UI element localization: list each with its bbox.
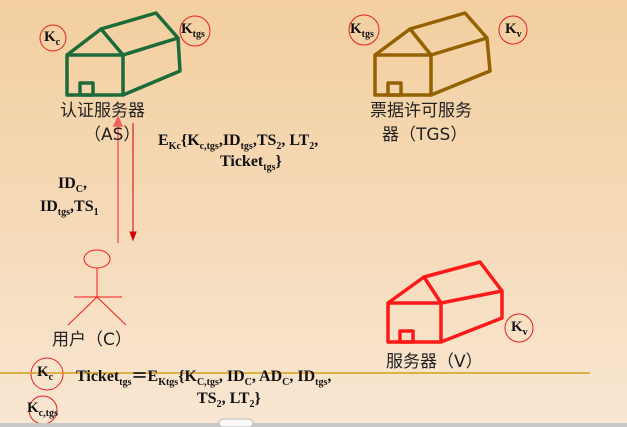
key-ktgs-tgs: Ktgs: [350, 21, 374, 40]
key-ktgs: Ktgs: [181, 21, 205, 40]
tgs-label-1: 票据许可服务: [370, 101, 472, 121]
tgs-label-2: 器（TGS）: [382, 125, 468, 145]
msg2-line1: EKc{Kc,tgs,IDtgs,TS2, LT2,: [158, 132, 319, 152]
bottom-tab-handle: [218, 418, 254, 427]
user-label: 用户（C）: [52, 330, 132, 350]
key-kv: Kv: [505, 21, 522, 40]
key-kctgs: Kc,tgs: [27, 400, 58, 419]
ticket-line2: TS2, LT2}: [197, 390, 261, 410]
as-label: 认证服务器: [60, 101, 145, 121]
v-house-icon: [386, 260, 504, 344]
msg1-line1: IDC,: [58, 175, 88, 195]
key-kc-bottom: Kc: [37, 364, 54, 383]
tgs-house-icon: [373, 11, 492, 97]
msg2-line2: Tickettgs}: [220, 153, 282, 173]
v-label: 服务器（V）: [386, 352, 483, 372]
key-kv-v: Kv: [511, 319, 528, 338]
key-kc: Kc: [44, 29, 61, 48]
as-house-icon: [65, 11, 182, 97]
as-sub-label: （AS）: [84, 125, 141, 145]
user-figure-icon: [67, 249, 127, 326]
bottom-bar: [0, 423, 627, 427]
arrow-up-c-to-as: [112, 115, 124, 243]
ticket-line1: Tickettgs＝EKtgs{KC,tgs, IDC, ADC, IDtgs,: [76, 368, 332, 388]
arrow-down-as-to-c: [129, 123, 137, 242]
msg1-line2: IDtgs,TS1: [40, 198, 99, 218]
